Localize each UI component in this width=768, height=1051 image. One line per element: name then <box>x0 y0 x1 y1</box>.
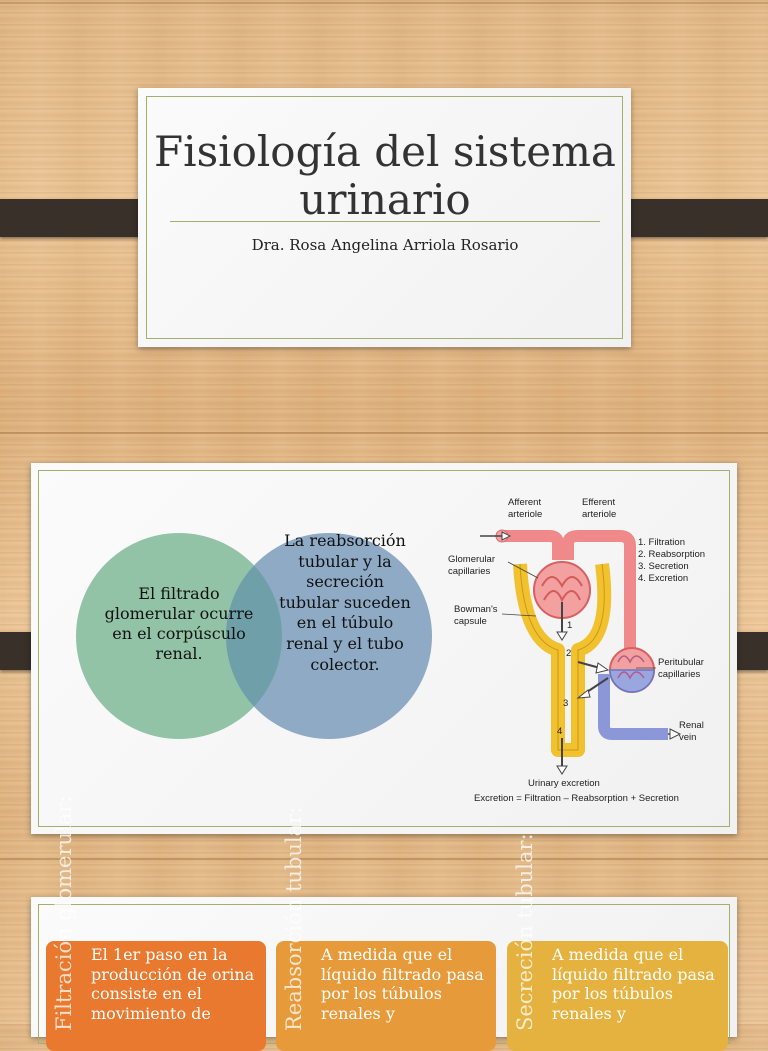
card-body-text: El 1er paso en la producción de orina co… <box>91 945 255 1023</box>
author-name: Dra. Rosa Angelina Arriola Rosario <box>251 236 519 254</box>
presentation-title: Fisiología del sistema urinario <box>154 127 616 224</box>
efferent-label-2: arteriole <box>582 509 616 520</box>
slide-frame <box>38 470 730 827</box>
venn-overlap <box>226 533 282 739</box>
card-vertical-title: Filtración glomerular: <box>52 795 76 1031</box>
renal-vein-label: Renal <box>679 720 704 731</box>
step-number: 3 <box>563 698 568 709</box>
wood-grain-line <box>0 858 768 860</box>
title-slide[interactable] <box>138 88 631 347</box>
legend-item: 3. Secretion <box>638 561 689 572</box>
wood-grain-line <box>0 2 768 4</box>
dark-strap-right <box>612 199 768 237</box>
afferent-label-2: arteriole <box>508 509 542 520</box>
glomerular-label: Glomerular <box>448 554 495 565</box>
nephron-diagram: 1 2 3 4 Afferent arteriole Efferent arte… <box>448 497 705 804</box>
card-vertical-title: Secreción tubular: <box>513 833 537 1031</box>
wood-grain-line <box>0 432 768 434</box>
bowmans-label: Bowman's <box>454 604 498 615</box>
excretion-equation: Excretion = Filtration – Reabsorption + … <box>474 793 679 804</box>
bowmans-label-2: capsule <box>454 616 487 627</box>
card-secrecion[interactable]: Secreción tubular: A medida que el líqui… <box>507 833 728 1051</box>
afferent-label: Afferent <box>508 497 541 508</box>
step-number: 4 <box>557 726 562 737</box>
legend-item: 1. Filtration <box>638 537 685 548</box>
renal-vein-label-2: vein <box>679 732 696 743</box>
peritubular-label-2: capillaries <box>658 669 700 680</box>
step-number: 2 <box>566 648 571 659</box>
renal-vein <box>598 674 668 740</box>
card-body-text: A medida que el líquido filtrado pasa po… <box>321 945 484 1023</box>
title-divider <box>170 221 600 222</box>
peritubular-label: Peritubular <box>658 657 704 668</box>
efferent-label: Efferent <box>582 497 615 508</box>
venn-left-text: El filtrado glomerular ocurre en el corp… <box>104 584 254 663</box>
card-vertical-title: Reabsorción tubular: <box>282 806 306 1031</box>
slide-frame <box>146 96 623 339</box>
card-reabsorcion[interactable]: Reabsorción tubular: A medida que el líq… <box>276 806 496 1051</box>
card-filtracion[interactable]: Filtración glomerular: El 1er paso en la… <box>46 795 266 1051</box>
legend-item: 2. Reabsorption <box>638 549 705 560</box>
afferent-arteriole <box>502 530 564 560</box>
glomerular-label-2: capillaries <box>448 566 490 577</box>
step-number: 1 <box>567 620 572 631</box>
efferent-arteriole <box>562 530 636 650</box>
venn-right-text: La reabsorción tubular y la secreción tu… <box>279 531 411 674</box>
dark-strap-left <box>0 199 156 237</box>
legend-item: 4. Excretion <box>638 573 688 584</box>
urinary-excretion-label: Urinary excretion <box>528 778 600 789</box>
card-body-text: A medida que el líquido filtrado pasa po… <box>552 945 715 1023</box>
